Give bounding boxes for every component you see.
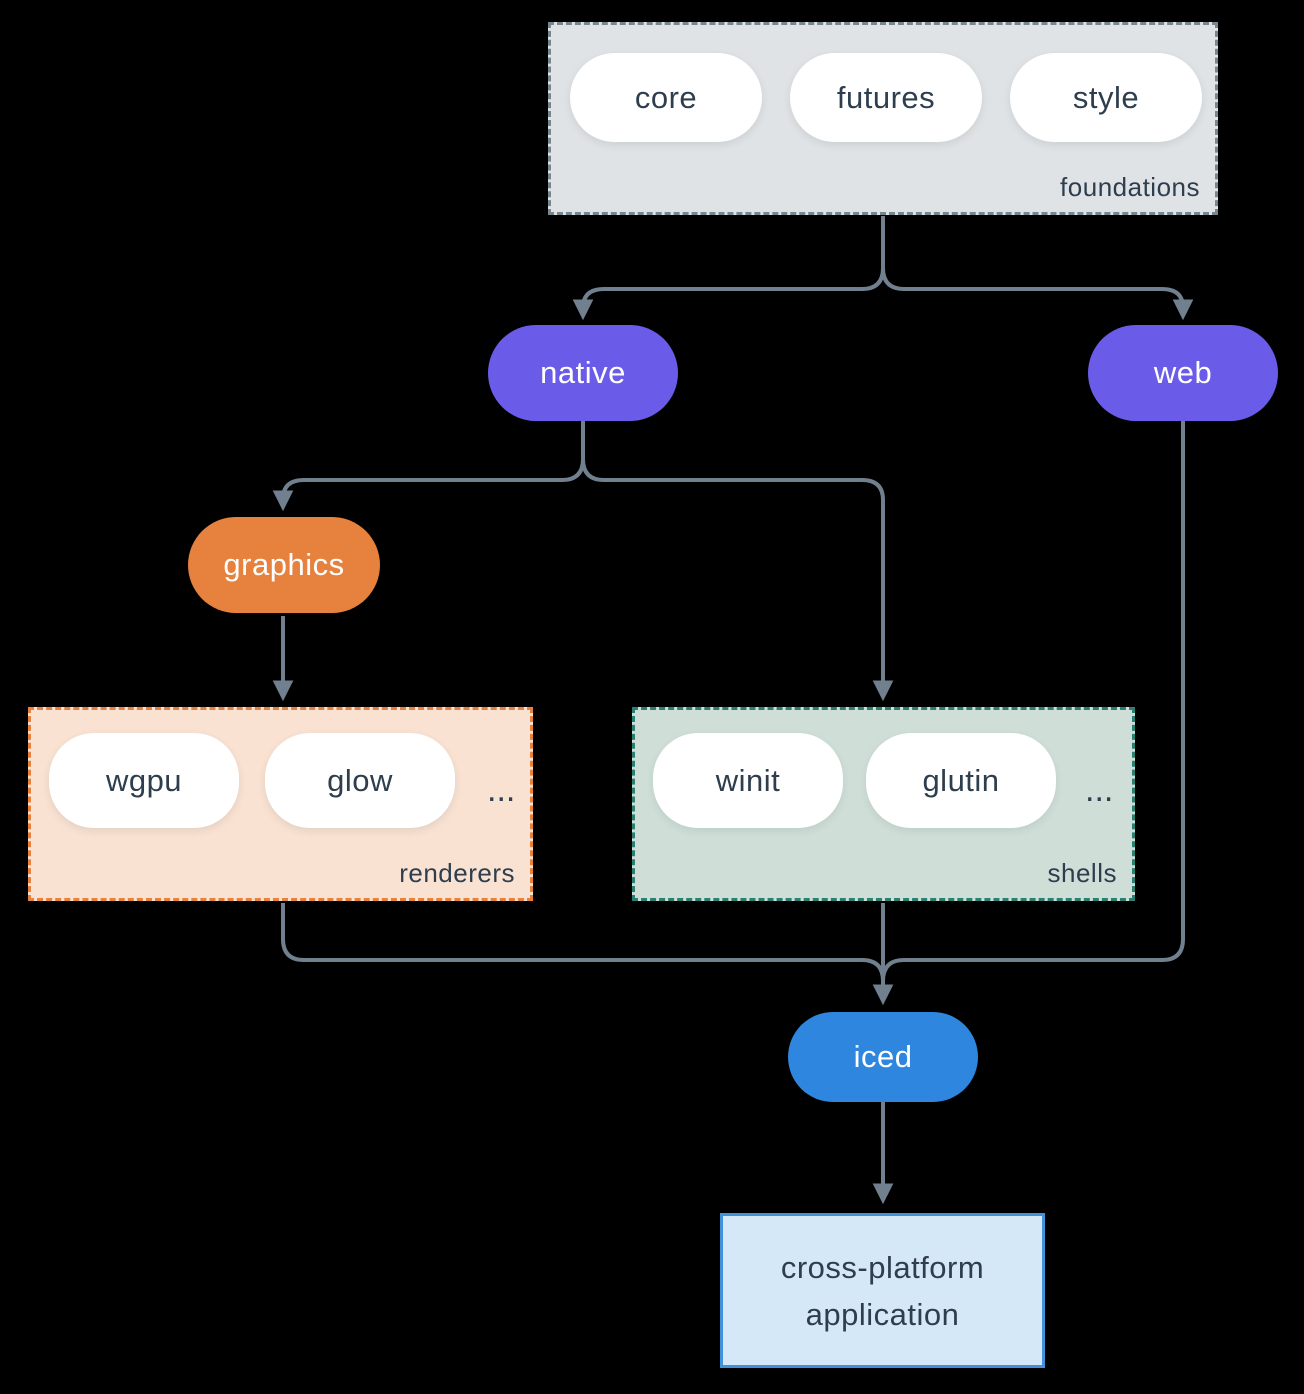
node-core: core <box>570 53 762 142</box>
edge-renderers-merge <box>281 903 885 982</box>
renderers-pill-row: wgpu glow ... <box>31 710 530 828</box>
edge-native-shells <box>581 421 894 702</box>
node-glutin: glutin <box>866 733 1056 828</box>
shells-pill-row: winit glutin ... <box>635 710 1132 828</box>
renderers-group: wgpu glow ... renderers <box>28 707 533 901</box>
edge-native-graphics <box>272 421 585 512</box>
shells-label: shells <box>1047 858 1117 888</box>
node-futures: futures <box>790 53 982 142</box>
edge-foundations-native <box>572 216 885 321</box>
node-iced: iced <box>788 1012 978 1102</box>
foundations-pill-row: core futures style <box>551 25 1215 142</box>
app-label-line1: cross-platform <box>780 1249 985 1285</box>
foundations-label: foundations <box>1060 172 1200 202</box>
node-style: style <box>1010 53 1202 142</box>
foundations-group: core futures style foundations <box>548 22 1218 215</box>
app-label-line2: application <box>805 1296 960 1332</box>
renderers-ellipsis: ... <box>487 771 516 809</box>
edge-foundations-web <box>881 216 1194 321</box>
node-graphics: graphics <box>188 517 380 613</box>
renderers-label: renderers <box>399 858 515 888</box>
node-web: web <box>1088 325 1278 421</box>
node-winit: winit <box>653 733 843 828</box>
shells-ellipsis: ... <box>1085 771 1114 809</box>
node-glow: glow <box>265 733 455 828</box>
edge-web-merge <box>881 421 1185 982</box>
shells-group: winit glutin ... shells <box>632 707 1135 901</box>
cross-platform-application-box: cross-platform application <box>720 1213 1045 1368</box>
node-native: native <box>488 325 678 421</box>
node-wgpu: wgpu <box>49 733 239 828</box>
